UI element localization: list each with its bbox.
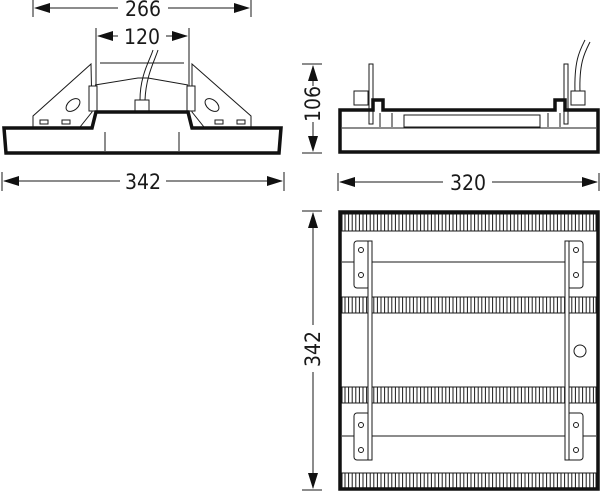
dimension-342-front: 342 (1, 170, 285, 194)
dimension-320: 320 (337, 171, 600, 195)
dimension-label: 266 (125, 0, 161, 21)
dimension-label: 342 (125, 170, 161, 194)
dimension-label: 342 (301, 331, 325, 367)
louvre-strips (341, 213, 597, 489)
front-view: 266 120 342 (1, 0, 285, 194)
dimension-label: 120 (124, 25, 160, 49)
side-view: 106 320 (301, 39, 600, 195)
dimension-342-bottom: 342 (301, 210, 325, 491)
luminaire-side (338, 39, 600, 154)
luminaire-front (2, 49, 283, 155)
dimension-106: 106 (301, 63, 325, 154)
louvre-strip (341, 386, 597, 404)
dimension-266: 266 (32, 0, 252, 21)
dimension-label: 106 (301, 86, 325, 122)
bottom-view: 342 (301, 210, 600, 491)
mounting-rails (353, 240, 587, 461)
louvre-strip (341, 213, 597, 232)
dimension-label: 320 (450, 171, 486, 195)
louvre-strip (341, 472, 597, 489)
louvre-strip (341, 296, 597, 314)
dimension-120: 120 (95, 25, 190, 86)
